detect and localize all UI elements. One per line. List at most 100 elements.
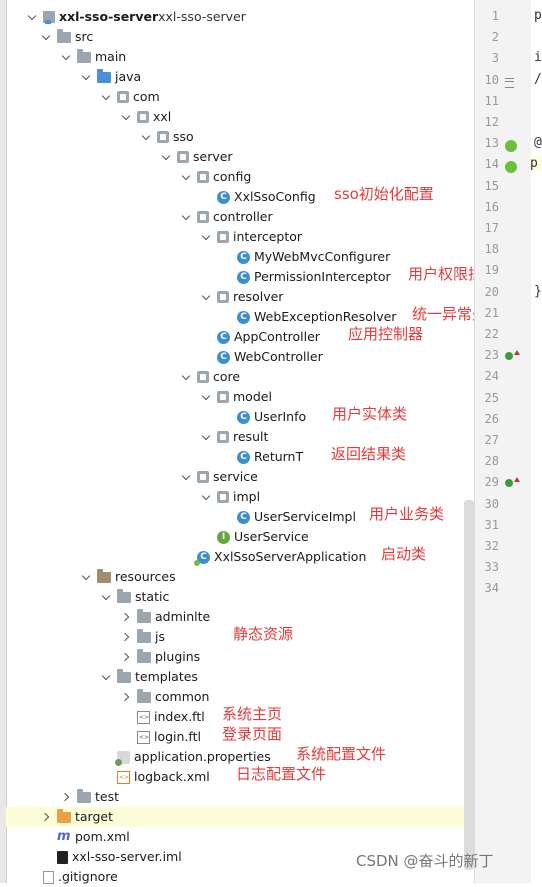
tree-scrollbar[interactable] [464,500,474,870]
tree-item[interactable]: controller [180,207,273,227]
tree-item[interactable]: core [180,367,240,387]
tree-item[interactable]: xxl-sso-server.iml [40,847,182,867]
chevron-down-icon[interactable] [180,207,194,227]
tree-item[interactable]: common [120,687,209,707]
chevron-down-icon[interactable] [200,427,214,447]
tree-item[interactable]: login.ftl [120,727,201,747]
tree-item-label: XxlSsoConfig [234,189,316,204]
tree-item[interactable]: sso [140,127,194,147]
tree-item-label: xxl [153,109,172,124]
chevron-down-icon[interactable] [80,67,94,87]
fold-marker-icon[interactable] [505,77,515,88]
tree-item-label: server [193,149,233,164]
chevron-down-icon[interactable] [140,127,154,147]
tree-item[interactable]: src [40,27,93,47]
tree-item[interactable]: model [200,387,272,407]
tree-item-label: controller [213,209,273,224]
chevron-down-icon[interactable] [100,587,114,607]
chevron-right-icon[interactable] [120,687,134,707]
folder-icon [137,609,151,623]
left-tool-strip [0,0,7,883]
chevron-right-icon[interactable] [120,627,134,647]
tree-item[interactable]: service [180,467,258,487]
tree-item[interactable]: result [200,427,268,447]
chevron-down-icon[interactable] [200,387,214,407]
tree-item-label: XxlSsoServerApplication [214,549,367,564]
override-marker-icon[interactable] [505,350,520,361]
tree-item[interactable]: xxl [120,107,171,127]
chevron-down-icon[interactable] [100,87,114,107]
tree-item[interactable]: server [160,147,233,167]
gitignore-file-icon [43,870,54,884]
tree-item[interactable]: index.ftl [120,707,205,727]
module-path-suffix: xxl-sso-server [158,9,246,24]
annotation-note: 启动类 [381,545,427,563]
chevron-right-icon[interactable] [120,647,134,667]
tree-item[interactable]: impl [200,487,260,507]
annotation-note: 应用控制器 [348,325,424,343]
chevron-down-icon[interactable] [100,667,114,687]
chevron-down-icon[interactable] [160,147,174,167]
folder-icon [57,29,71,43]
annotation-note: 系统主页 [222,705,283,723]
chevron-down-icon[interactable] [200,227,214,247]
tree-item[interactable]: com [100,87,160,107]
tree-item[interactable]: .gitignore [26,867,118,887]
chevron-down-icon[interactable] [180,367,194,387]
tree-item[interactable]: logback.xml [100,767,210,787]
package-icon [157,131,169,143]
tree-item[interactable]: main [60,47,126,67]
chevron-down-icon[interactable] [40,27,54,47]
tree-item[interactable]: java [80,67,141,87]
tree-item[interactable]: static [100,587,169,607]
line-number: 31 [484,517,499,532]
annotation-note: 登录页面 [222,725,283,743]
editor-code-fragment: } [534,283,542,299]
folder-icon [137,649,151,663]
tree-item[interactable]: application.properties [100,747,271,767]
annotation-note: sso初始化配置 [334,185,434,203]
editor-area[interactable] [531,0,542,883]
tree-item[interactable]: config [180,167,251,187]
spacer [200,347,214,367]
tree-item[interactable]: resolver [200,287,283,307]
chevron-down-icon[interactable] [180,167,194,187]
tree-item[interactable]: plugins [120,647,200,667]
chevron-right-icon[interactable] [60,787,74,807]
chevron-right-icon[interactable] [40,807,54,827]
tree-item[interactable]: js [120,627,165,647]
chevron-down-icon[interactable] [200,287,214,307]
annotation-note: 静态资源 [233,625,294,643]
tree-item[interactable]: target [6,807,464,827]
chevron-down-icon[interactable] [80,567,94,587]
chevron-right-icon[interactable] [120,607,134,627]
tree-item[interactable]: adminlte [120,607,210,627]
chevron-down-icon[interactable] [26,7,40,27]
tree-item[interactable]: interceptor [200,227,302,247]
line-number: 30 [484,496,499,511]
chevron-down-icon[interactable] [120,107,134,127]
tree-item[interactable]: templates [100,667,198,687]
tree-item[interactable]: resources [80,567,176,587]
spring-bean-icon[interactable] [505,140,517,153]
spring-bean-icon[interactable] [505,161,517,174]
line-number: 29 [484,475,499,490]
override-marker-icon[interactable] [505,477,520,488]
tree-item[interactable]: test [60,787,119,807]
chevron-down-icon[interactable] [180,467,194,487]
chevron-down-icon[interactable] [60,47,74,67]
chevron-down-icon[interactable] [200,487,214,507]
